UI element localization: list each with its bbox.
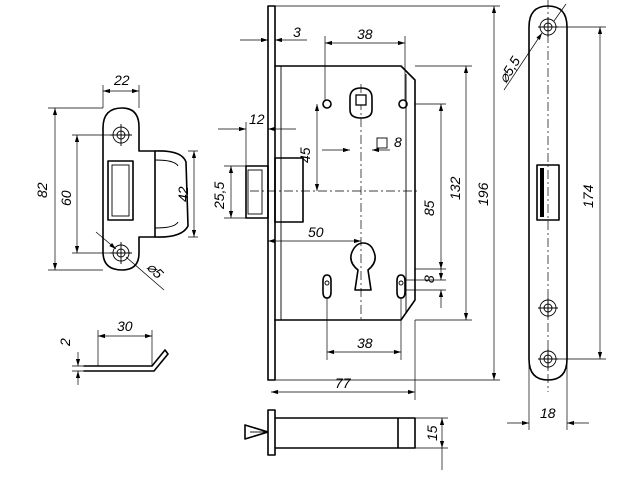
dim-lock-front-thickness: 3 <box>293 24 301 40</box>
lock-square-indicator <box>376 137 388 149</box>
dim-lock-center-distance: 85 <box>421 200 437 216</box>
dim-lock-square-size: 8 <box>394 134 402 150</box>
lock-cylinder-hole <box>350 242 376 291</box>
strike-top-screw-hole <box>110 124 132 146</box>
dim-faceplate-hole-spacing: 174 <box>580 184 596 208</box>
lock-latch-housing <box>274 157 304 223</box>
dim-faceplate-width: 18 <box>540 405 556 421</box>
dim-lock-square-to-top-hole: 45 <box>297 147 313 163</box>
lock-follower-square-hole <box>349 87 373 119</box>
lock-latch-bolt <box>245 165 269 219</box>
dim-strike-side-thickness: 2 <box>57 338 73 347</box>
faceplate-latch-opening <box>536 164 560 221</box>
dim-lock-faceplate-height: 196 <box>475 182 491 206</box>
lock-top-screw-holes <box>322 99 408 109</box>
lock-bottom-screw-holes <box>322 274 406 299</box>
strike-lip <box>154 150 189 238</box>
dim-lock-case-depth: 77 <box>335 375 352 391</box>
dim-strike-lip-height: 42 <box>175 186 191 202</box>
dim-strike-hole-diameter: ⌀5 <box>144 259 167 282</box>
faceplate-bottom-screw-hole <box>538 349 558 369</box>
dim-lock-top-holes-spacing: 38 <box>357 26 373 42</box>
dim-lock-faceplate-side-width: 15 <box>424 425 440 441</box>
dim-lock-case-height: 132 <box>447 176 463 200</box>
dim-faceplate-hole-diameter: ⌀5,5 <box>495 53 523 85</box>
strike-bottom-screw-hole <box>110 242 132 264</box>
lock-body-side-view: 3 38 12 25,5 45 8 50 85 132 196 <box>211 5 500 400</box>
strike-plate-side-view: 30 2 <box>57 318 169 385</box>
dim-strike-side-length: 30 <box>117 318 133 334</box>
dim-strike-width: 22 <box>113 72 130 88</box>
lock-faceplate-edge <box>267 5 276 381</box>
strike-side-profile <box>83 349 169 372</box>
dim-lock-backset: 50 <box>308 224 324 240</box>
lock-top-profile <box>244 409 416 456</box>
faceplate-front-view: ⌀5,5 174 18 <box>495 0 606 430</box>
strike-latch-opening <box>107 160 134 221</box>
strike-plate-front-view: 22 82 60 42 ⌀5 <box>34 72 198 291</box>
dim-lock-bottom-holes-spacing: 38 <box>357 335 373 351</box>
dim-strike-hole-spacing: 60 <box>58 190 74 206</box>
dim-lock-cylinder-hole-offset: 8 <box>421 275 437 283</box>
faceplate-middle-screw-hole <box>538 298 558 318</box>
dim-lock-latch-projection: 12 <box>249 111 265 127</box>
dim-lock-latch-height: 25,5 <box>211 182 227 210</box>
lock-case-outline <box>274 65 416 321</box>
dim-strike-length: 82 <box>34 182 50 198</box>
lock-top-view: 15 <box>244 409 448 470</box>
